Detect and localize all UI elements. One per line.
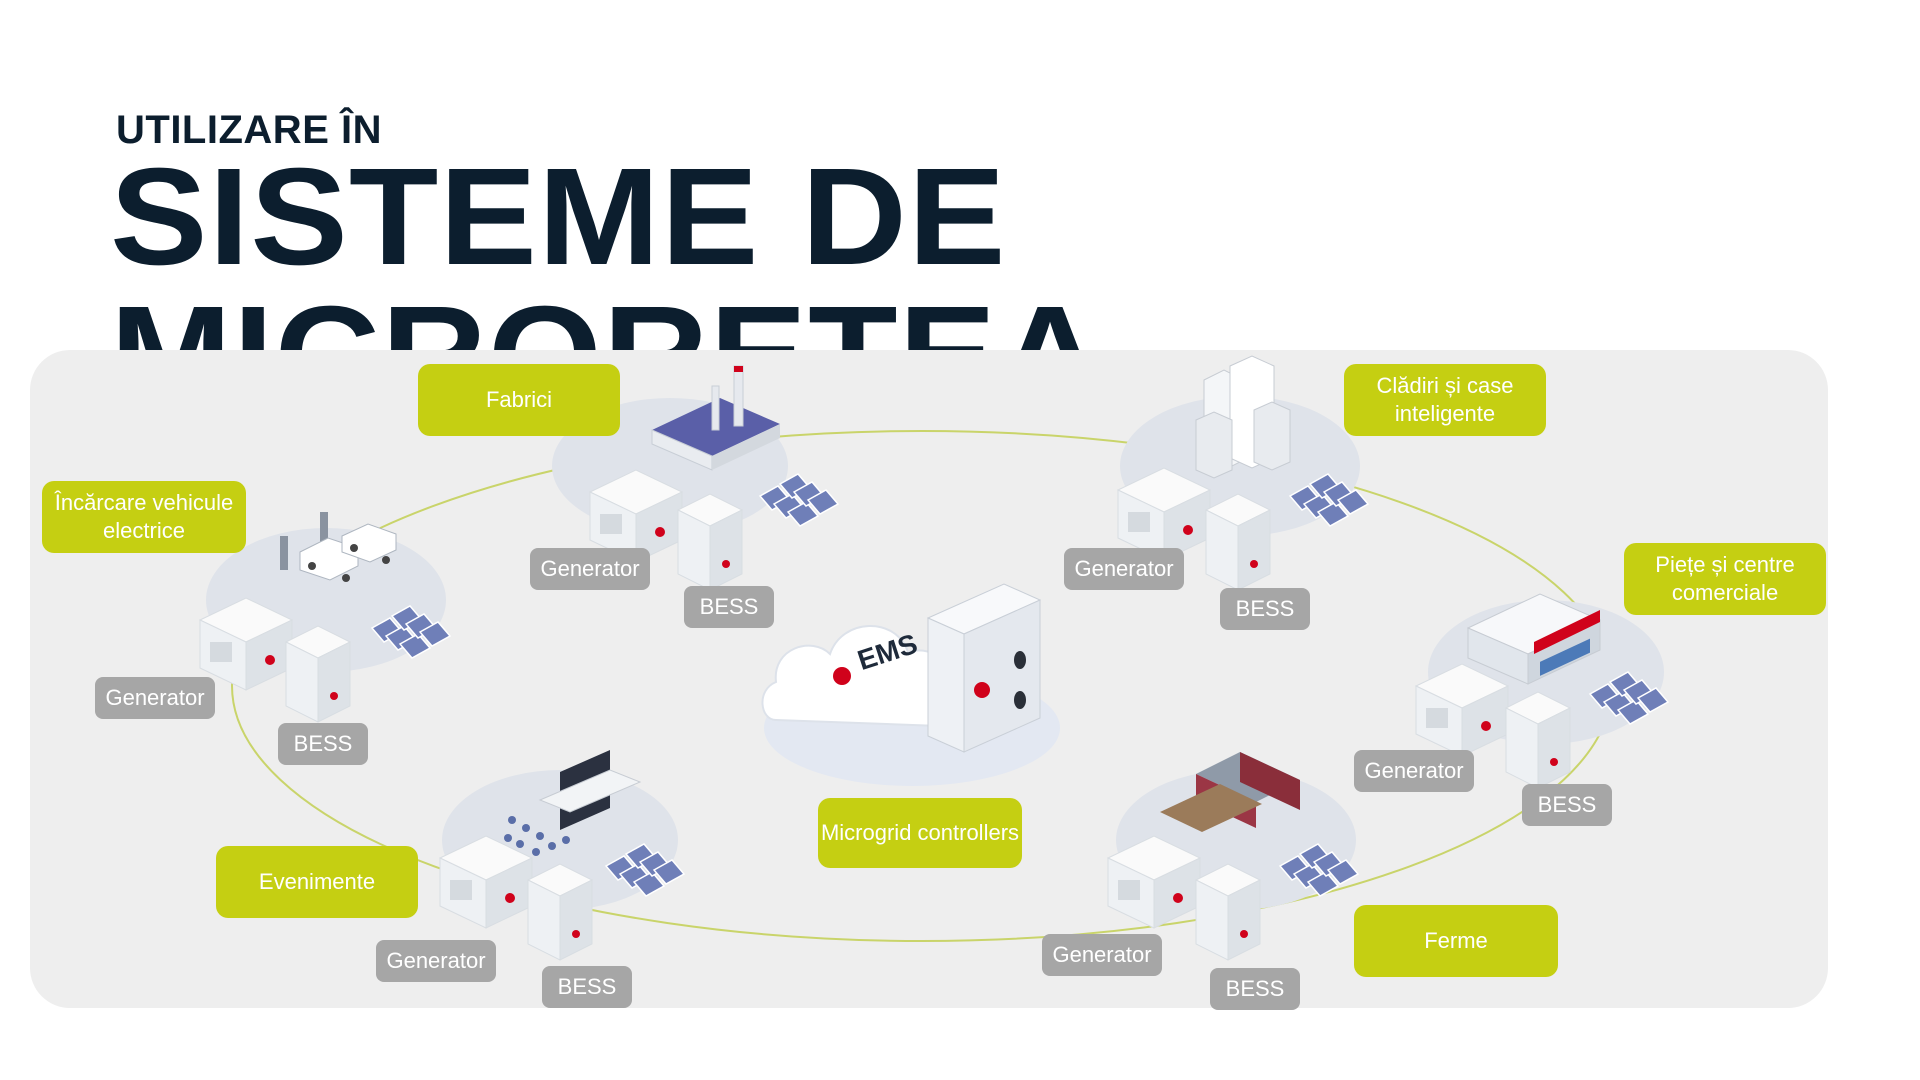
label-microgrid-controllers: Microgrid controllers: [818, 798, 1022, 868]
market-icon: [1466, 593, 1602, 685]
label-markets: Piețe și centre comerciale: [1624, 543, 1826, 615]
battery-cabinet-icon: [527, 863, 593, 961]
ev-charger-icon: [280, 512, 397, 582]
subtitle: UTILIZARE ÎN: [116, 108, 382, 152]
stage-icon: [504, 750, 642, 856]
bess-label: BESS: [278, 723, 368, 765]
bess-label: BESS: [684, 586, 774, 628]
generator-label: Generator: [1042, 934, 1162, 976]
generator-label: Generator: [1064, 548, 1184, 590]
label-factories: Fabrici: [418, 364, 620, 436]
battery-cabinet-icon: [1505, 691, 1571, 789]
battery-cabinet-icon: [1195, 863, 1261, 961]
brand-logo-icon: [833, 667, 851, 685]
battery-cabinet-icon: [677, 493, 743, 591]
label-buildings: Clădiri și case inteligente: [1344, 364, 1546, 436]
generator-label: Generator: [376, 940, 496, 982]
bess-label: BESS: [1210, 968, 1300, 1010]
label-ev-charging: Încărcare vehicule electrice: [42, 481, 246, 553]
bess-label: BESS: [1220, 588, 1310, 630]
barn-icon: [1160, 752, 1300, 832]
factory-icon: [651, 365, 780, 471]
generator-label: Generator: [95, 677, 215, 719]
skyscraper-icon: [1195, 355, 1291, 479]
bess-label: BESS: [1522, 784, 1612, 826]
label-events: Evenimente: [216, 846, 418, 918]
label-farms: Ferme: [1354, 905, 1558, 977]
battery-cabinet-icon: [1205, 493, 1271, 591]
controller-icon: [926, 583, 1042, 753]
generator-label: Generator: [530, 548, 650, 590]
bess-label: BESS: [542, 966, 632, 1008]
battery-cabinet-icon: [285, 625, 351, 723]
generator-label: Generator: [1354, 750, 1474, 792]
